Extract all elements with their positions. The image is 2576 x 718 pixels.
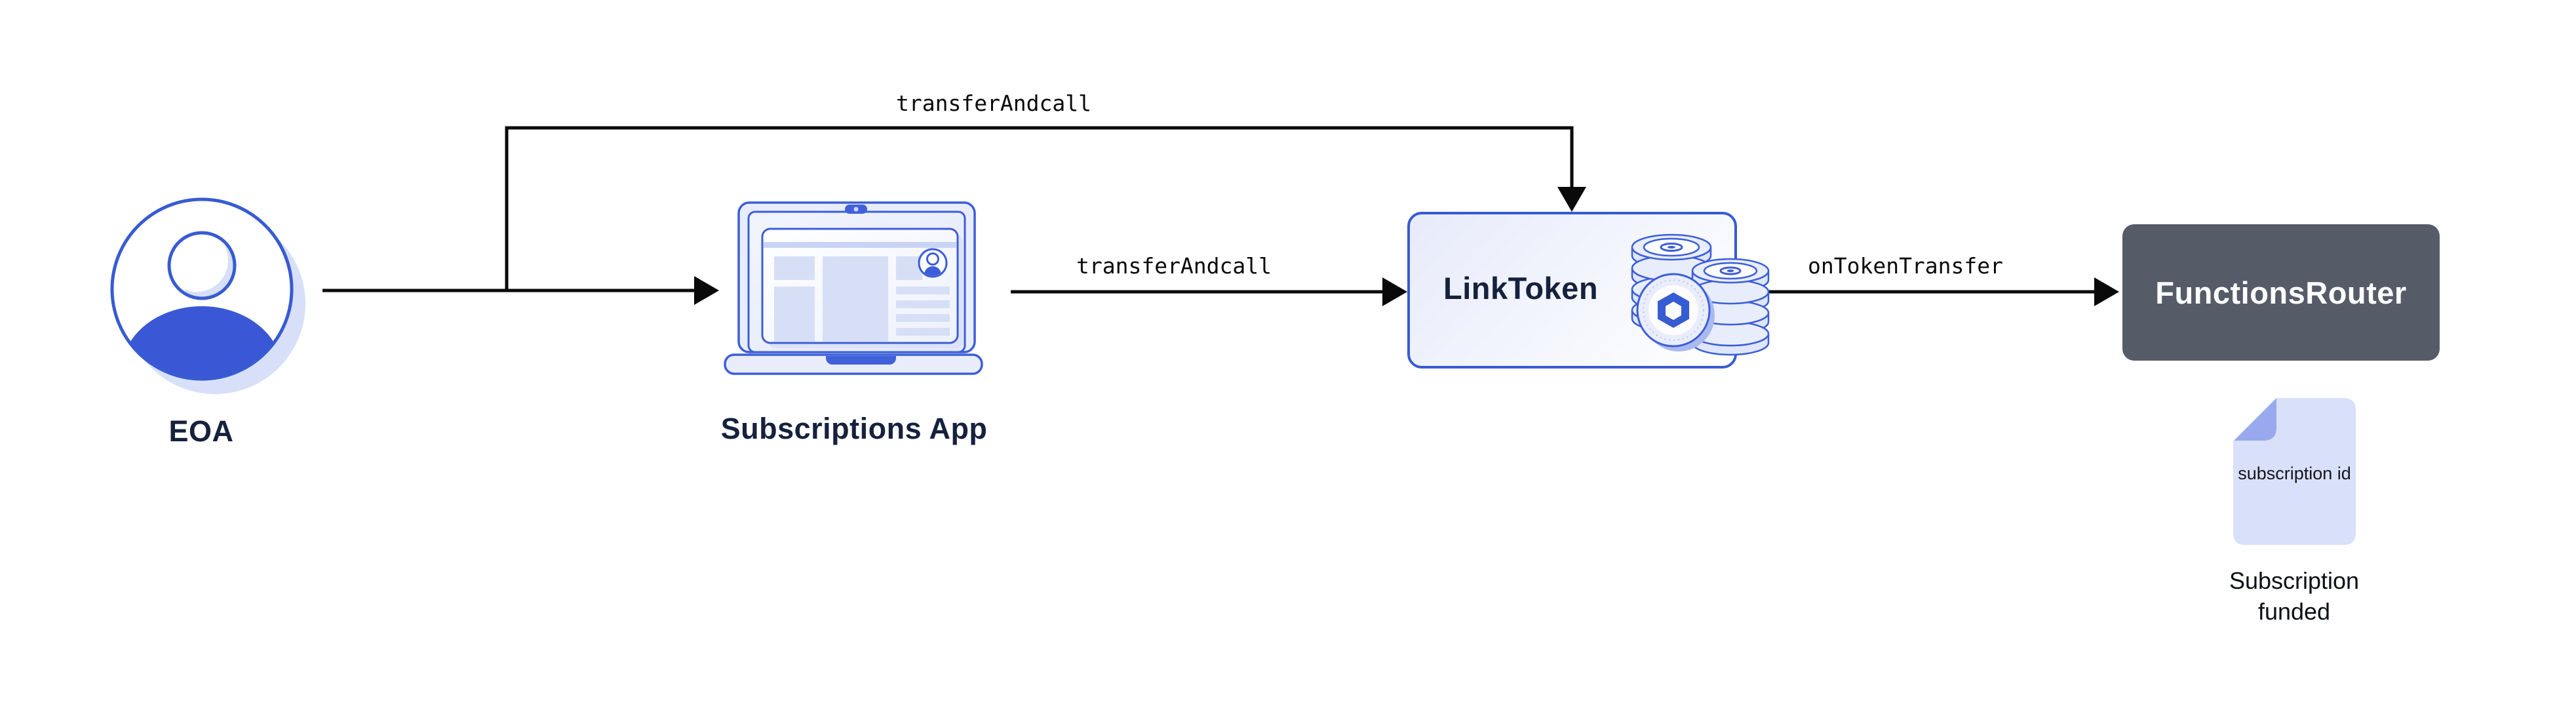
subscription-funded-caption: Subscription funded	[2229, 567, 2360, 625]
document-icon	[2233, 398, 2356, 545]
functions-router-label: FunctionsRouter	[2155, 275, 2407, 310]
arrowhead-to-linktoken-top	[1557, 187, 1586, 212]
chainlink-hexagon-icon	[1636, 273, 1715, 351]
eoa-label: EOA	[168, 414, 234, 448]
edge-label-transferandcall-mid: transferAndcall	[1076, 253, 1272, 279]
subscriptions-app-label: Subscriptions App	[720, 412, 988, 445]
functions-router-box: FunctionsRouter	[2122, 224, 2440, 361]
arrowhead-to-app	[694, 276, 719, 305]
edge-label-transferandcall-top: transferAndcall	[895, 90, 1092, 116]
arrowhead-to-linktoken-left	[1382, 277, 1407, 306]
arrowhead-to-router	[2094, 277, 2119, 306]
coin-stack-icon	[1631, 233, 1770, 356]
linktoken-label: LinkToken	[1443, 271, 1599, 306]
arrow-branch-to-linktoken	[505, 126, 1574, 292]
edge-label-ontokentransfer: onTokenTransfer	[1807, 253, 2004, 279]
subscription-id-text: subscription id	[2238, 464, 2351, 483]
laptop-icon	[724, 201, 983, 375]
eoa-avatar-icon	[110, 197, 305, 394]
